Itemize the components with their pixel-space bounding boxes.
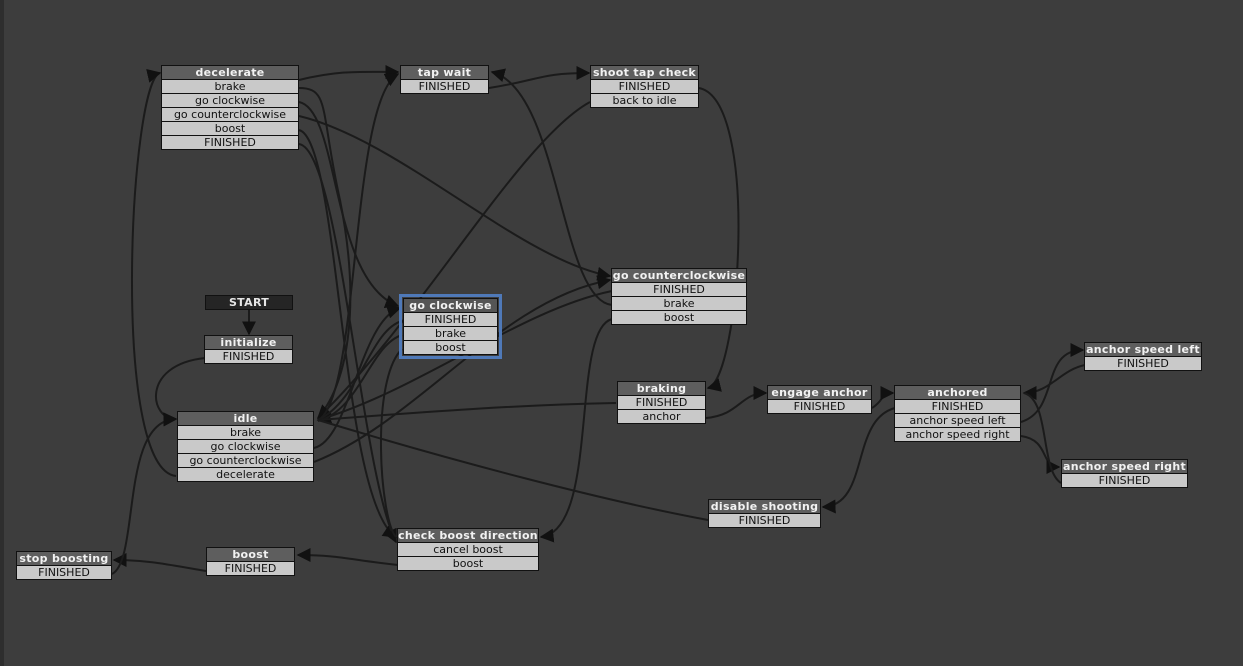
edge-goclockwise-finished xyxy=(317,320,403,421)
edge-braking-anchor xyxy=(705,386,768,419)
edge-idle-braking xyxy=(317,402,617,421)
edge-goclockwise-boost xyxy=(379,348,403,538)
event-boost[interactable]: boost xyxy=(161,122,299,136)
state-title[interactable]: boost xyxy=(206,547,295,562)
edge-shoot-backidle xyxy=(316,101,591,419)
event-finished[interactable]: FINISHED xyxy=(400,80,489,94)
edge-decelerate-brake xyxy=(298,87,352,419)
edge-idle-goclockwise xyxy=(313,304,402,449)
state-title[interactable]: initialize xyxy=(204,335,293,350)
edge-idle-tapwait xyxy=(317,73,400,421)
state-title[interactable]: anchor speed right xyxy=(1061,459,1188,474)
event-brake[interactable]: brake xyxy=(611,297,747,311)
state-title[interactable]: go counterclockwise xyxy=(611,268,747,283)
event-brake[interactable]: brake xyxy=(161,80,299,94)
event-finished[interactable]: FINISHED xyxy=(590,80,699,94)
event-finished[interactable]: FINISHED xyxy=(1061,474,1188,488)
edge-decelerate-goccw xyxy=(298,115,612,281)
edge-goccw-boost xyxy=(539,318,613,543)
event-go-clockwise[interactable]: go clockwise xyxy=(177,440,314,454)
edge-checkboost-boost xyxy=(296,548,399,566)
event-boost[interactable]: boost xyxy=(611,311,747,325)
state-braking[interactable]: braking FINISHED anchor xyxy=(617,381,706,424)
edge-anchored-speedleft xyxy=(1020,343,1085,423)
edge-idle-disable xyxy=(317,419,709,521)
state-go-counterclockwise[interactable]: go counterclockwise FINISHED brake boost xyxy=(611,268,747,325)
edge-tapwait-shoot xyxy=(488,66,591,89)
edge-engage-anchored xyxy=(871,386,895,409)
edge-decelerate-finished xyxy=(298,143,397,544)
event-finished[interactable]: FINISHED xyxy=(206,562,295,576)
state-title[interactable]: braking xyxy=(617,381,706,396)
state-title[interactable]: stop boosting xyxy=(16,551,112,566)
state-title[interactable]: decelerate xyxy=(161,65,299,80)
event-anchor-speed-right[interactable]: anchor speed right xyxy=(894,428,1021,442)
event-go-counterclockwise[interactable]: go counterclockwise xyxy=(177,454,314,468)
state-title[interactable]: engage anchor xyxy=(767,385,872,400)
event-brake[interactable]: brake xyxy=(177,426,314,440)
state-decelerate[interactable]: decelerate brake go clockwise go counter… xyxy=(161,65,299,150)
state-initialize[interactable]: initialize FINISHED xyxy=(204,335,293,364)
edge-shoot-finished xyxy=(698,87,740,392)
state-anchor-speed-right[interactable]: anchor speed right FINISHED xyxy=(1061,459,1188,488)
event-finished[interactable]: FINISHED xyxy=(894,400,1021,414)
edge-boost-stopboosting xyxy=(112,553,207,572)
state-title[interactable]: shoot tap check xyxy=(590,65,699,80)
state-title[interactable]: anchor speed left xyxy=(1084,342,1202,357)
state-tap-wait[interactable]: tap wait FINISHED xyxy=(400,65,489,94)
event-boost[interactable]: boost xyxy=(403,341,498,355)
event-back-to-idle[interactable]: back to idle xyxy=(590,94,699,108)
state-title[interactable]: disable shooting xyxy=(708,499,821,514)
event-boost[interactable]: boost xyxy=(397,557,539,571)
event-finished[interactable]: FINISHED xyxy=(611,283,747,297)
state-check-boost-direction[interactable]: check boost direction cancel boost boost xyxy=(397,528,539,571)
state-stop-boosting[interactable]: stop boosting FINISHED xyxy=(16,551,112,580)
state-title[interactable]: tap wait xyxy=(400,65,489,80)
start-node[interactable]: START xyxy=(205,295,293,310)
state-title[interactable]: anchored xyxy=(894,385,1021,400)
event-finished[interactable]: FINISHED xyxy=(617,396,706,410)
state-title[interactable]: go clockwise xyxy=(403,298,498,313)
event-finished[interactable]: FINISHED xyxy=(16,566,112,580)
state-anchor-speed-left[interactable]: anchor speed left FINISHED xyxy=(1084,342,1202,371)
edge-anchored-speedright xyxy=(1020,435,1061,474)
event-finished[interactable]: FINISHED xyxy=(403,313,498,327)
event-finished[interactable]: FINISHED xyxy=(708,514,821,528)
event-finished[interactable]: FINISHED xyxy=(1084,357,1202,371)
state-engage-anchor[interactable]: engage anchor FINISHED xyxy=(767,385,872,414)
edge-decelerate-tapwait xyxy=(298,64,400,81)
canvas-left-border xyxy=(0,0,4,666)
edge-goclockwise-brake xyxy=(317,334,403,422)
state-go-clockwise[interactable]: go clockwise FINISHED brake boost xyxy=(399,294,502,359)
event-go-counterclockwise[interactable]: go counterclockwise xyxy=(161,108,299,122)
state-anchored[interactable]: anchored FINISHED anchor speed left anch… xyxy=(894,385,1021,442)
event-finished[interactable]: FINISHED xyxy=(204,350,293,364)
event-brake[interactable]: brake xyxy=(403,327,498,341)
edge-speedright-anchored xyxy=(1023,392,1062,484)
edge-stopboosting-idle xyxy=(111,412,178,575)
state-boost[interactable]: boost FINISHED xyxy=(206,547,295,576)
event-anchor-speed-left[interactable]: anchor speed left xyxy=(894,414,1021,428)
event-go-clockwise[interactable]: go clockwise xyxy=(161,94,299,108)
state-idle[interactable]: idle brake go clockwise go counterclockw… xyxy=(177,411,314,482)
edge-decelerate-goclockwise xyxy=(298,101,400,309)
edge-anchored-disable xyxy=(821,407,896,514)
event-finished[interactable]: FINISHED xyxy=(767,400,872,414)
edge-speedleft-anchored xyxy=(1022,364,1086,400)
event-finished[interactable]: FINISHED xyxy=(161,136,299,150)
state-disable-shooting[interactable]: disable shooting FINISHED xyxy=(708,499,821,528)
state-title[interactable]: idle xyxy=(177,411,314,426)
start-label: START xyxy=(205,295,293,310)
event-anchor[interactable]: anchor xyxy=(617,410,706,424)
edge-initialize-idle xyxy=(155,357,206,427)
event-cancel-boost[interactable]: cancel boost xyxy=(397,543,539,557)
state-title[interactable]: check boost direction xyxy=(397,528,539,543)
state-shoot-tap-check[interactable]: shoot tap check FINISHED back to idle xyxy=(590,65,699,108)
event-decelerate[interactable]: decelerate xyxy=(177,468,314,482)
